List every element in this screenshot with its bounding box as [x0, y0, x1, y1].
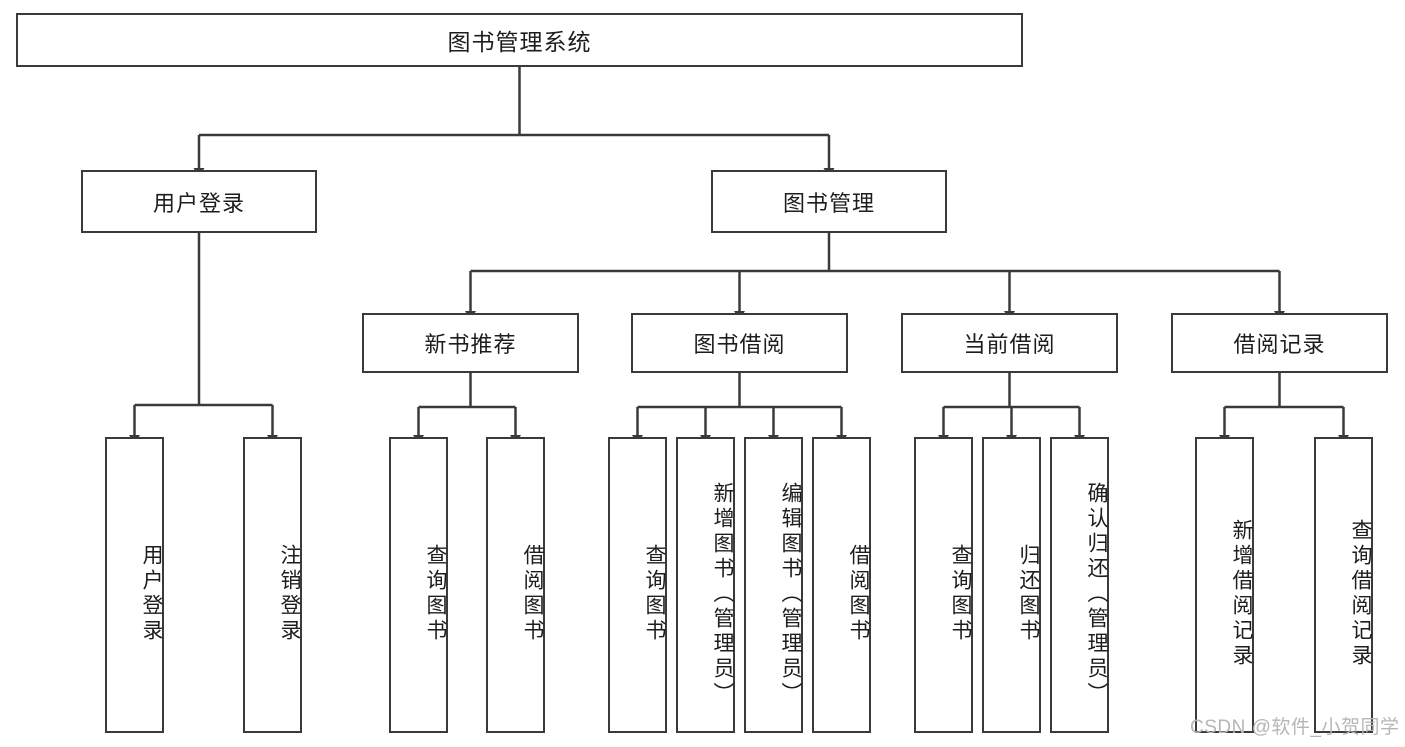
- node-lf2: 注销登录: [243, 437, 302, 733]
- node-lf12: 新增借阅记录: [1195, 437, 1254, 733]
- node-lf7: 编辑图书（管理员）: [744, 437, 803, 733]
- node-l2c: 当前借阅: [901, 313, 1118, 373]
- node-lf6: 新增图书（管理员）: [676, 437, 735, 733]
- node-l2a: 新书推荐: [362, 313, 579, 373]
- edge-group: [129, 67, 1349, 444]
- node-l2b: 图书借阅: [631, 313, 848, 373]
- node-lf5: 查询图书: [608, 437, 667, 733]
- node-lf8: 借阅图书: [812, 437, 871, 733]
- node-lf4: 借阅图书: [486, 437, 545, 733]
- watermark-label: CSDN @软件_小贺同学: [1190, 717, 1400, 738]
- node-lf10: 归还图书: [982, 437, 1041, 733]
- node-lf9: 查询图书: [914, 437, 973, 733]
- node-l1b: 图书管理: [711, 170, 947, 233]
- node-lf3: 查询图书: [389, 437, 448, 733]
- node-l2d: 借阅记录: [1171, 313, 1388, 373]
- node-lf11: 确认归还（管理员）: [1050, 437, 1109, 733]
- node-lf13: 查询借阅记录: [1314, 437, 1373, 733]
- node-root: 图书管理系统: [16, 13, 1023, 67]
- node-lf1: 用户登录: [105, 437, 164, 733]
- node-l1a: 用户登录: [81, 170, 317, 233]
